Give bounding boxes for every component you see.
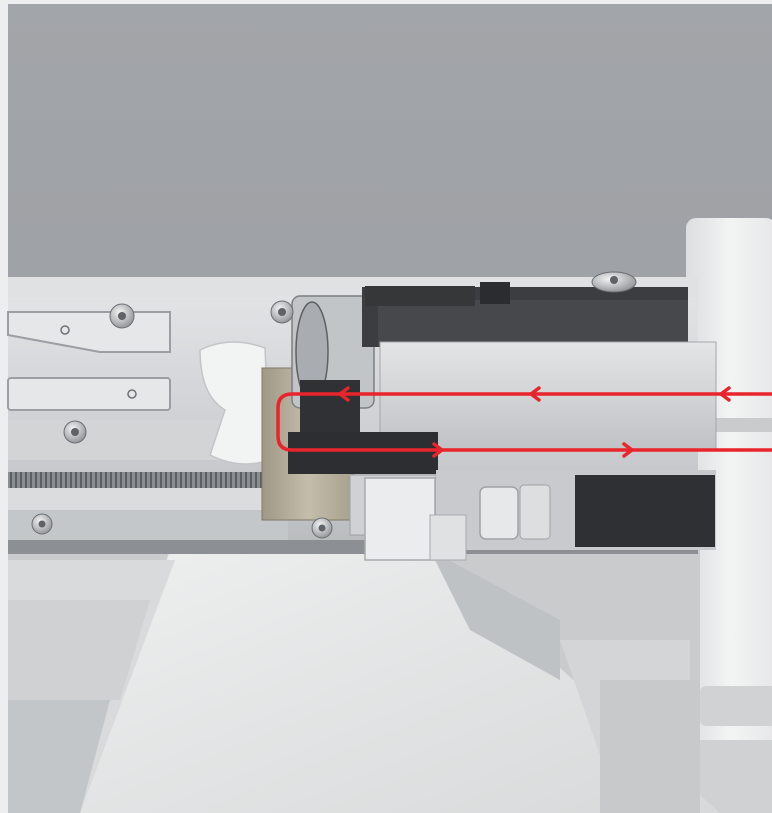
screw-icon	[63, 420, 87, 444]
screw-icon	[270, 300, 294, 324]
carriage	[288, 282, 717, 561]
arrow-left-icon	[529, 386, 541, 402]
lead-screw	[8, 472, 288, 488]
arrow-right-icon	[432, 442, 444, 458]
base-plate	[8, 550, 720, 813]
motor-block	[575, 475, 715, 547]
screw-icon	[109, 303, 135, 329]
screw-icon	[591, 271, 637, 293]
screw-icon	[31, 513, 53, 535]
arrow-left-icon	[338, 386, 350, 402]
guide-plate-lower	[7, 377, 171, 411]
arrow-left-icon	[719, 386, 731, 402]
flow-path	[276, 392, 772, 452]
arrow-right-icon	[622, 442, 634, 458]
cable-clip	[199, 341, 271, 465]
screw-icon	[311, 517, 333, 539]
